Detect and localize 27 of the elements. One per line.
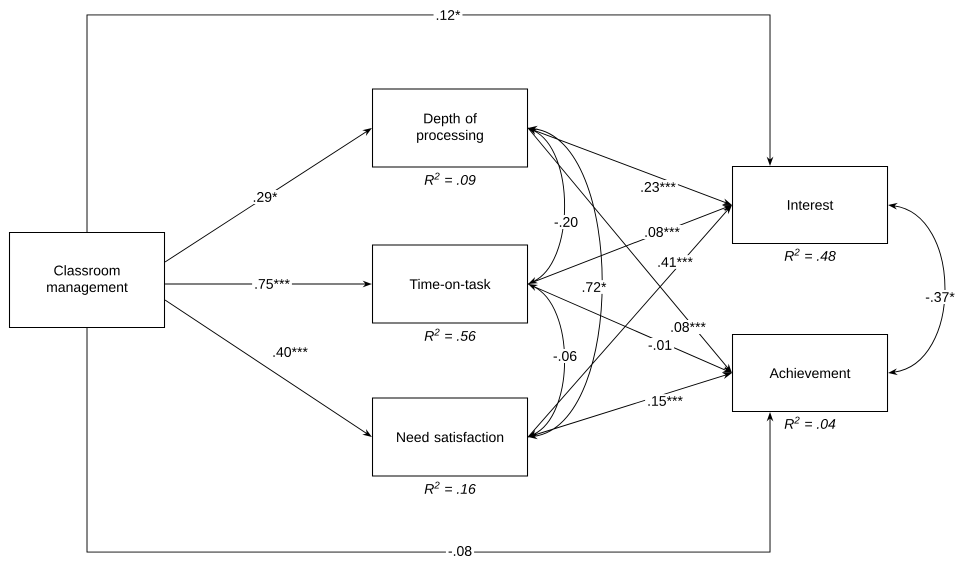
variable-box: Depth of processing (372, 88, 528, 168)
arrow (86, 14, 774, 232)
variable-box: Achievement (732, 334, 888, 412)
path-coefficient: -.37* (923, 290, 957, 304)
r-squared-label: R$^{2}$ = .56 (424, 328, 476, 341)
r-squared-label: R$^{2}$ = .48 (784, 248, 836, 261)
path-coefficient: .41*** (655, 255, 695, 269)
path-coefficient: .40*** (270, 345, 310, 359)
path-coefficient: -.20 (552, 215, 580, 229)
path-coefficient: .72* (580, 280, 608, 294)
variable-box: Classroom management (8, 232, 166, 328)
variable-box: Need satisfaction (372, 397, 528, 477)
path-coefficient: -.01 (646, 338, 674, 352)
path-coefficient: -.06 (550, 349, 580, 363)
path-coefficient: .08*** (668, 320, 708, 334)
path-coefficient: .12* (434, 8, 462, 22)
path-coefficient: .08*** (642, 225, 682, 239)
variable-box: Time-on-task (372, 244, 528, 324)
r-squared-label: R$^{2}$ = .04 (784, 416, 836, 429)
r-squared-label: R$^{2}$ = .09 (424, 172, 476, 185)
path-coefficient: .75*** (252, 277, 292, 291)
path-coefficient: .15*** (645, 394, 685, 408)
path-coefficient: .23*** (638, 180, 678, 194)
path-coefficient: -.08 (446, 544, 474, 558)
path-coefficient: .29* (250, 190, 280, 204)
r-squared-label: R$^{2}$ = .16 (424, 482, 476, 494)
variable-box: Interest (732, 166, 888, 244)
